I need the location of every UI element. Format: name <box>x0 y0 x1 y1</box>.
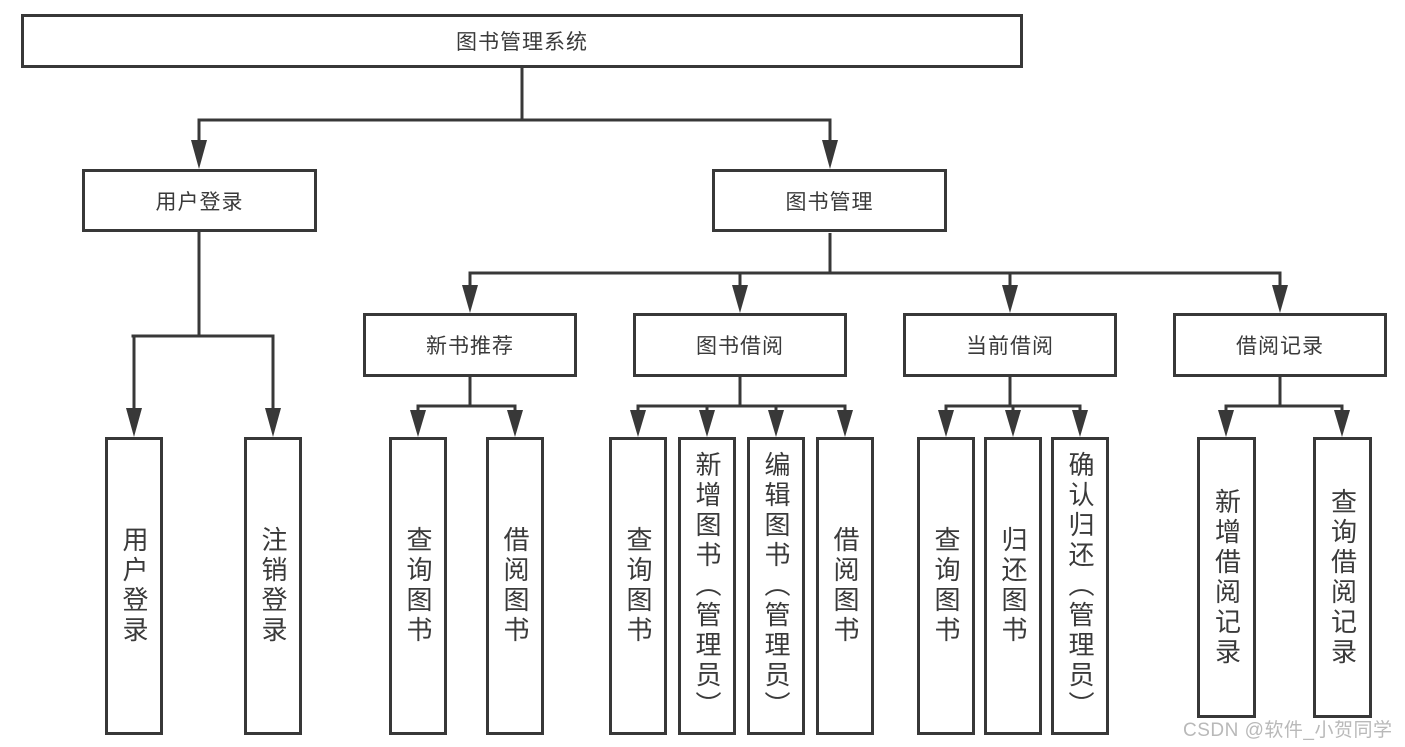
node-borrow-records: 借阅记录 <box>1173 313 1387 377</box>
leaf-label: 查询图书 <box>623 526 653 646</box>
leaf-label: 注销登录 <box>258 526 288 646</box>
leaf-label: 借阅图书 <box>500 526 530 646</box>
node-current-borrow-label: 当前借阅 <box>966 335 1054 358</box>
node-new-book-rec: 新书推荐 <box>363 313 577 377</box>
leaf-label: 借阅图书 <box>830 526 860 646</box>
connector-section2-children <box>630 377 853 437</box>
node-current-borrow: 当前借阅 <box>903 313 1117 377</box>
leaf-label: 新增图书（管理员） <box>692 451 722 721</box>
node-leaf-query-books-1: 查询图书 <box>389 437 447 735</box>
node-leaf-query-borrow-record: 查询借阅记录 <box>1313 437 1372 718</box>
node-leaf-query-books-2: 查询图书 <box>609 437 667 735</box>
connector-login-children <box>126 232 281 437</box>
node-leaf-add-books-admin: 新增图书（管理员） <box>678 437 736 735</box>
leaf-label: 归还图书 <box>998 526 1028 646</box>
node-new-book-rec-label: 新书推荐 <box>426 335 514 358</box>
node-leaf-add-borrow-record: 新增借阅记录 <box>1197 437 1256 718</box>
node-leaf-return-books: 归还图书 <box>984 437 1042 735</box>
arrow-user-login <box>191 140 207 169</box>
connector-root-to-level2 <box>191 68 838 169</box>
node-user-login-label: 用户登录 <box>155 190 244 214</box>
connector-section3-children <box>938 377 1088 437</box>
node-book-mgmt-label: 图书管理 <box>785 190 874 214</box>
connector-mgmt-sections <box>462 233 1288 313</box>
connector-section4-children <box>1218 377 1350 437</box>
leaf-label: 查询图书 <box>403 526 433 646</box>
node-leaf-query-books-3: 查询图书 <box>917 437 975 735</box>
node-leaf-borrow-books-2: 借阅图书 <box>816 437 874 735</box>
leaf-label: 新增借阅记录 <box>1211 487 1242 668</box>
watermark: CSDN @软件_小贺同学 <box>1183 720 1393 741</box>
node-leaf-edit-books-admin: 编辑图书（管理员） <box>747 437 805 735</box>
arrow-book-mgmt <box>822 140 838 169</box>
node-leaf-logout: 注销登录 <box>244 437 302 735</box>
node-root: 图书管理系统 <box>21 14 1023 68</box>
leaf-label: 查询借阅记录 <box>1327 487 1358 668</box>
node-leaf-borrow-books-1: 借阅图书 <box>486 437 544 735</box>
node-borrow-records-label: 借阅记录 <box>1236 335 1324 358</box>
leaf-label: 用户登录 <box>119 526 149 646</box>
leaf-label: 确认归还（管理员） <box>1065 451 1095 721</box>
node-user-login: 用户登录 <box>82 169 317 232</box>
leaf-label: 查询图书 <box>931 526 961 646</box>
node-leaf-confirm-return-admin: 确认归还（管理员） <box>1051 437 1109 735</box>
leaf-label: 编辑图书（管理员） <box>761 451 791 721</box>
node-book-mgmt: 图书管理 <box>712 169 947 232</box>
node-leaf-user-login: 用户登录 <box>105 437 163 735</box>
node-root-label: 图书管理系统 <box>456 31 588 54</box>
node-book-borrow-label: 图书借阅 <box>696 335 784 358</box>
connector-section1-children <box>410 377 523 437</box>
node-book-borrow: 图书借阅 <box>633 313 847 377</box>
